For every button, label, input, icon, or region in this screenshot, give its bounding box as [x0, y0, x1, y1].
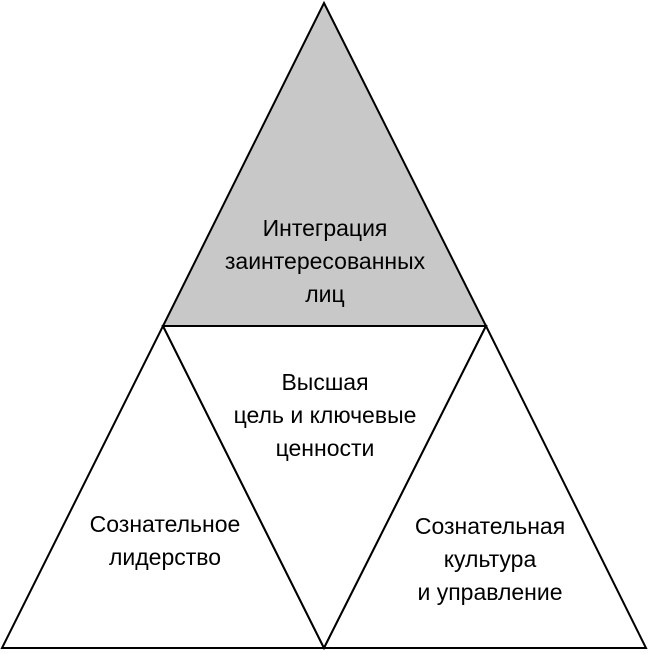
top-label-line-2: заинтересованных — [224, 248, 426, 274]
left-label-line-1: Сознательное — [89, 511, 241, 537]
left-label-line-2: лидерство — [108, 544, 222, 570]
top-label-line-3: лиц — [305, 281, 345, 307]
right-label-line-1: Сознательная — [414, 513, 566, 539]
center-triangle-label: Высшая цель и ключевые ценности — [200, 366, 450, 465]
right-label-line-3: и управление — [417, 579, 563, 605]
top-label-line-1: Интеграция — [262, 215, 388, 241]
right-label-line-2: культура — [443, 546, 537, 572]
center-label-line-3: ценности — [275, 435, 375, 461]
right-triangle-label: Сознательная культура и управление — [380, 510, 600, 609]
left-triangle-label: Сознательное лидерство — [55, 508, 275, 574]
top-triangle-label: Интеграция заинтересованных лиц — [200, 212, 450, 311]
right-triangle — [322, 323, 648, 649]
center-label-line-1: Высшая — [281, 369, 369, 395]
center-label-line-2: цель и ключевые — [233, 402, 417, 428]
